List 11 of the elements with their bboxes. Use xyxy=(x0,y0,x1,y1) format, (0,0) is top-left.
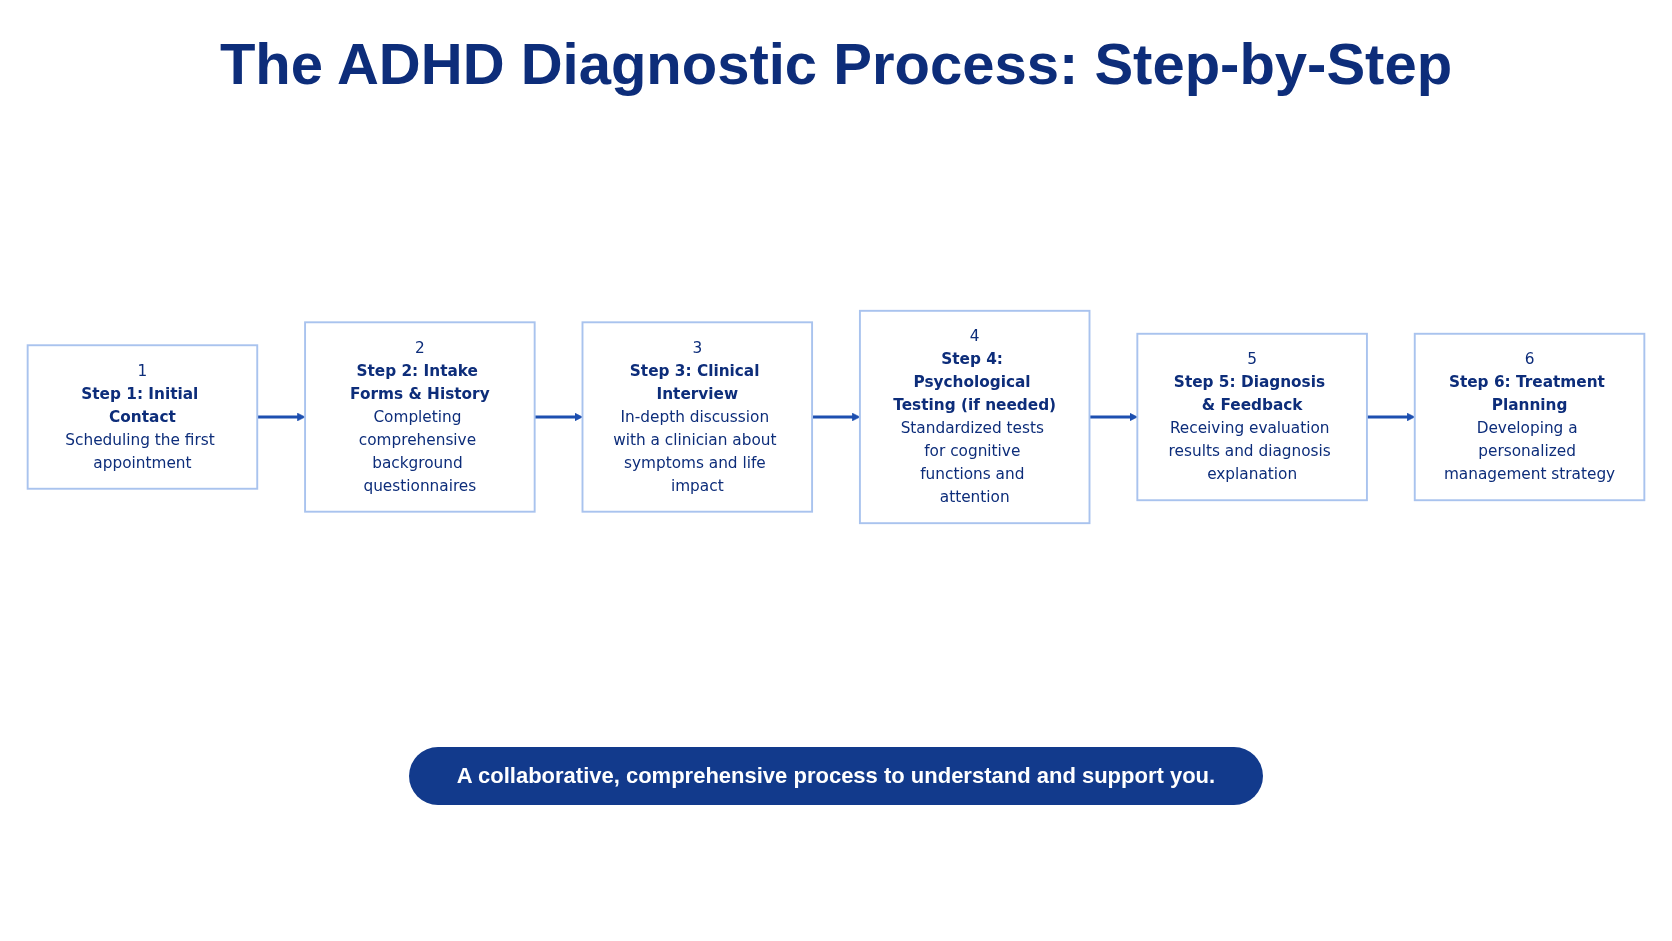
node-box: 3 Step 3: Clinical Interview In-depth discussion with a clinician about symptoms and life impact xyxy=(581,321,814,513)
node-box: 4 Step 4: Psychological Testing (if needed) Standardized tests for cognitive functions and attention xyxy=(858,309,1091,525)
arrow xyxy=(257,412,306,422)
arrow xyxy=(534,412,583,422)
arrow xyxy=(1089,412,1138,422)
node-box: 2 Step 2: Intake Forms & History Completing comprehensive background questionnaires xyxy=(304,321,536,513)
title: The ADHD Diagnostic Process: Step-by-Step xyxy=(218,30,1454,97)
caption-banner: A collaborative, comprehensive process to understand and support you. xyxy=(408,747,1264,805)
node-box: 5 Step 5: Diagnosis & Feedback Receiving evaluation results and diagnosis explanation xyxy=(1136,332,1368,502)
node-box: 6 Step 6: Treatment Planning Developing a personalized management strategy xyxy=(1413,332,1646,502)
node-box: 1 Step 1: Initial Contact Scheduling the first appointment xyxy=(26,344,259,490)
